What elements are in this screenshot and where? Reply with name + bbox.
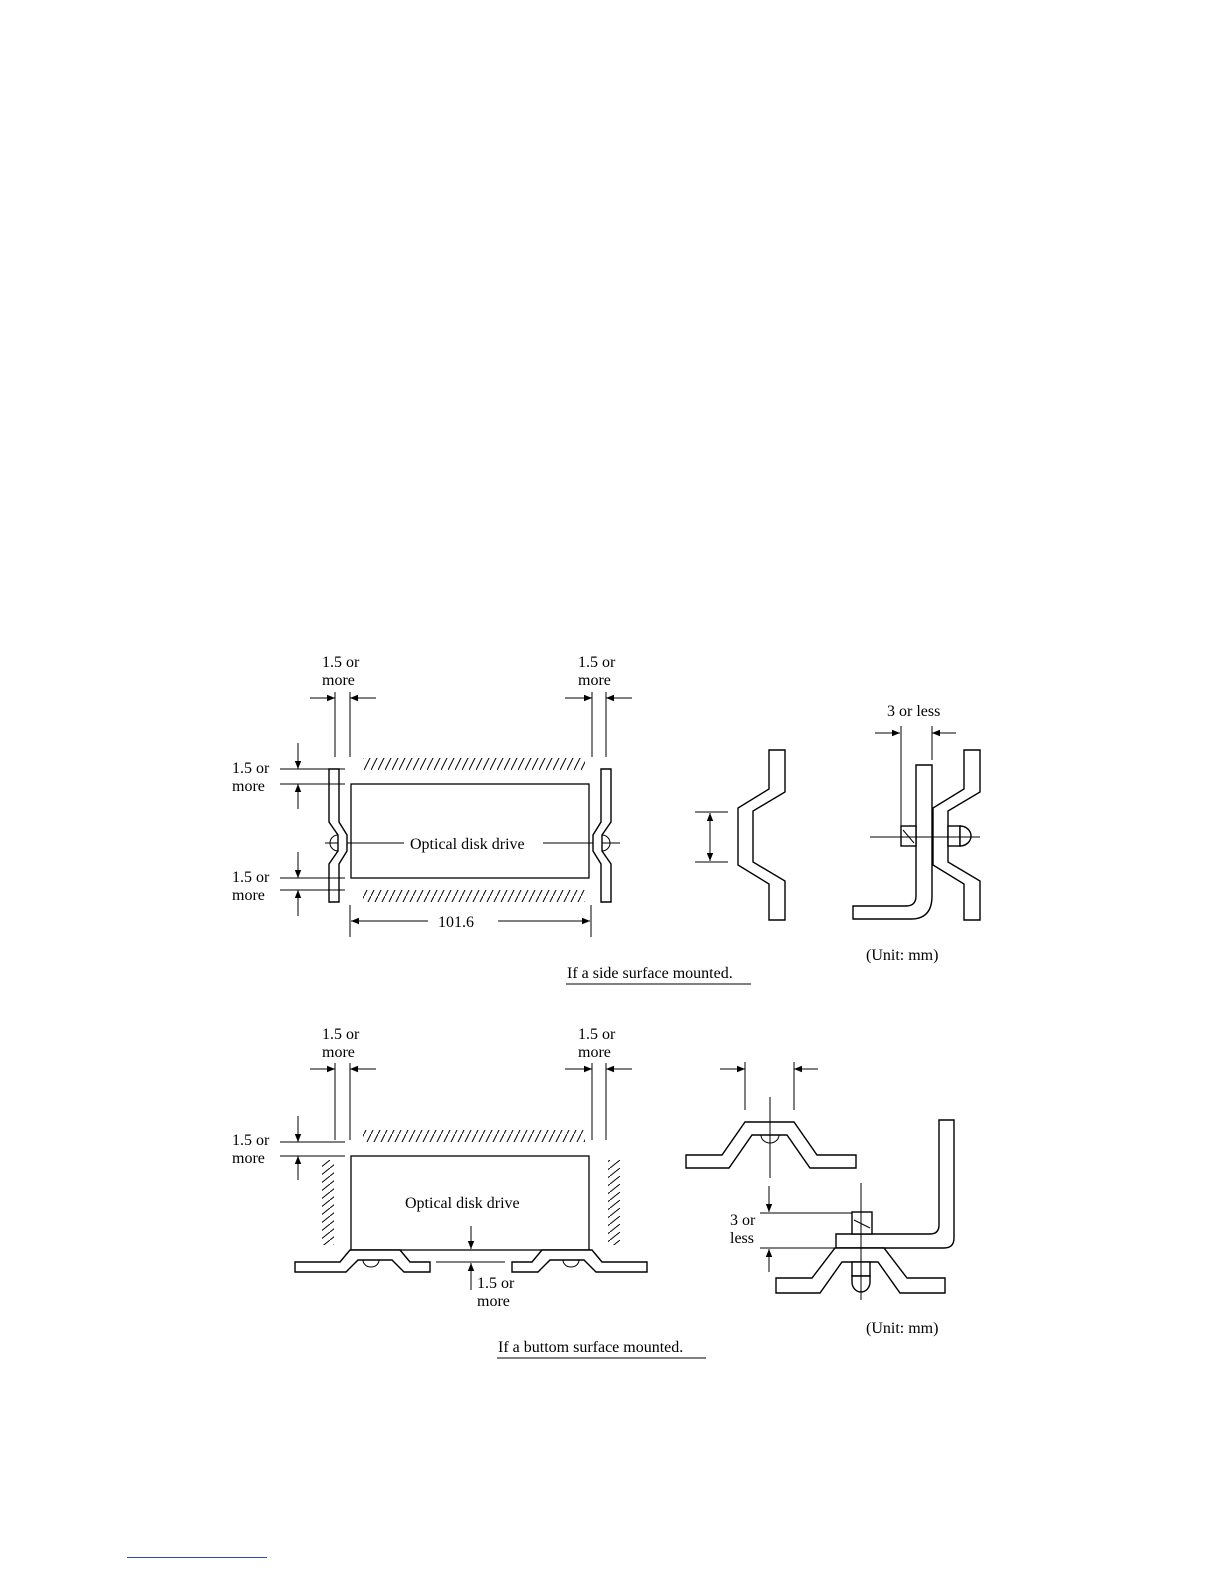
side-mount-figure: 1.5 or more 1.5 or more Optical disk dri… <box>232 654 980 984</box>
bottom-left-clearance-line1: 1.5 or <box>232 1132 270 1149</box>
bottom-top-right-clearance-line1: 1.5 or <box>578 1026 616 1043</box>
side-caption: If a side surface mounted. <box>567 965 733 982</box>
side-bottom-hatch <box>363 890 585 902</box>
side-drive-label: Optical disk drive <box>410 836 525 853</box>
footer-rule <box>127 1557 267 1558</box>
bottom-top-right-clearance-line2: more <box>578 1044 611 1061</box>
bottom-gap-clearance-line2: more <box>477 1293 510 1310</box>
bottom-unit-label: (Unit: mm) <box>866 1320 938 1337</box>
bottom-mount-figure: 1.5 or more 1.5 or more Optical disk dri… <box>232 1026 954 1358</box>
side-top-right-clearance-line2: more <box>578 672 611 689</box>
bottom-right-bracket <box>512 1250 647 1272</box>
bottom-gap-dimension: 1.5 or more <box>436 1226 515 1310</box>
bottom-top-left-clearance-line2: more <box>322 1044 355 1061</box>
side-left-vertical-dimensions: 1.5 or more 1.5 or more <box>232 743 345 916</box>
side-left-lower-clearance-line2: more <box>232 887 265 904</box>
side-screw-detail: 3 or less <box>853 703 980 920</box>
side-top-right-dimension <box>565 692 632 757</box>
side-top-left-clearance-line2: more <box>322 672 355 689</box>
bottom-left-clearance-line2: more <box>232 1150 265 1167</box>
bottom-screw-gap-line1: 3 or <box>730 1212 756 1229</box>
side-left-upper-clearance-line1: 1.5 or <box>232 760 270 777</box>
bottom-top-left-dimension <box>310 1063 376 1140</box>
side-left-lower-clearance-line1: 1.5 or <box>232 869 270 886</box>
bottom-screw-detail: 3 or less <box>730 1120 954 1300</box>
side-optical-disk-drive-box <box>351 784 589 878</box>
bottom-gap-clearance-line1: 1.5 or <box>477 1275 515 1292</box>
bottom-left-wall-hatch <box>322 1160 334 1245</box>
side-unit-label: (Unit: mm) <box>866 947 938 964</box>
side-width-dimension: 101.6 <box>350 905 591 937</box>
side-left-upper-clearance-line2: more <box>232 778 265 795</box>
bottom-top-right-dimension <box>565 1063 632 1140</box>
side-screw-gap-label: 3 or less <box>887 703 940 720</box>
side-top-hatch <box>363 758 585 770</box>
bottom-drive-label: Optical disk drive <box>405 1195 520 1212</box>
side-bracket-profile <box>695 750 785 920</box>
bottom-right-wall-hatch <box>608 1160 620 1245</box>
bottom-screw-gap-line2: less <box>730 1230 754 1247</box>
bottom-caption: If a buttom surface mounted. <box>498 1339 683 1356</box>
side-width-value: 101.6 <box>438 914 474 931</box>
side-top-left-clearance-line1: 1.5 or <box>322 654 360 671</box>
side-top-left-dimension <box>310 692 376 757</box>
bottom-top-left-clearance-line1: 1.5 or <box>322 1026 360 1043</box>
side-top-right-clearance-line1: 1.5 or <box>578 654 616 671</box>
bottom-bracket-profile <box>686 1062 856 1178</box>
bottom-top-hatch <box>363 1130 585 1142</box>
bottom-left-bracket <box>295 1250 430 1272</box>
